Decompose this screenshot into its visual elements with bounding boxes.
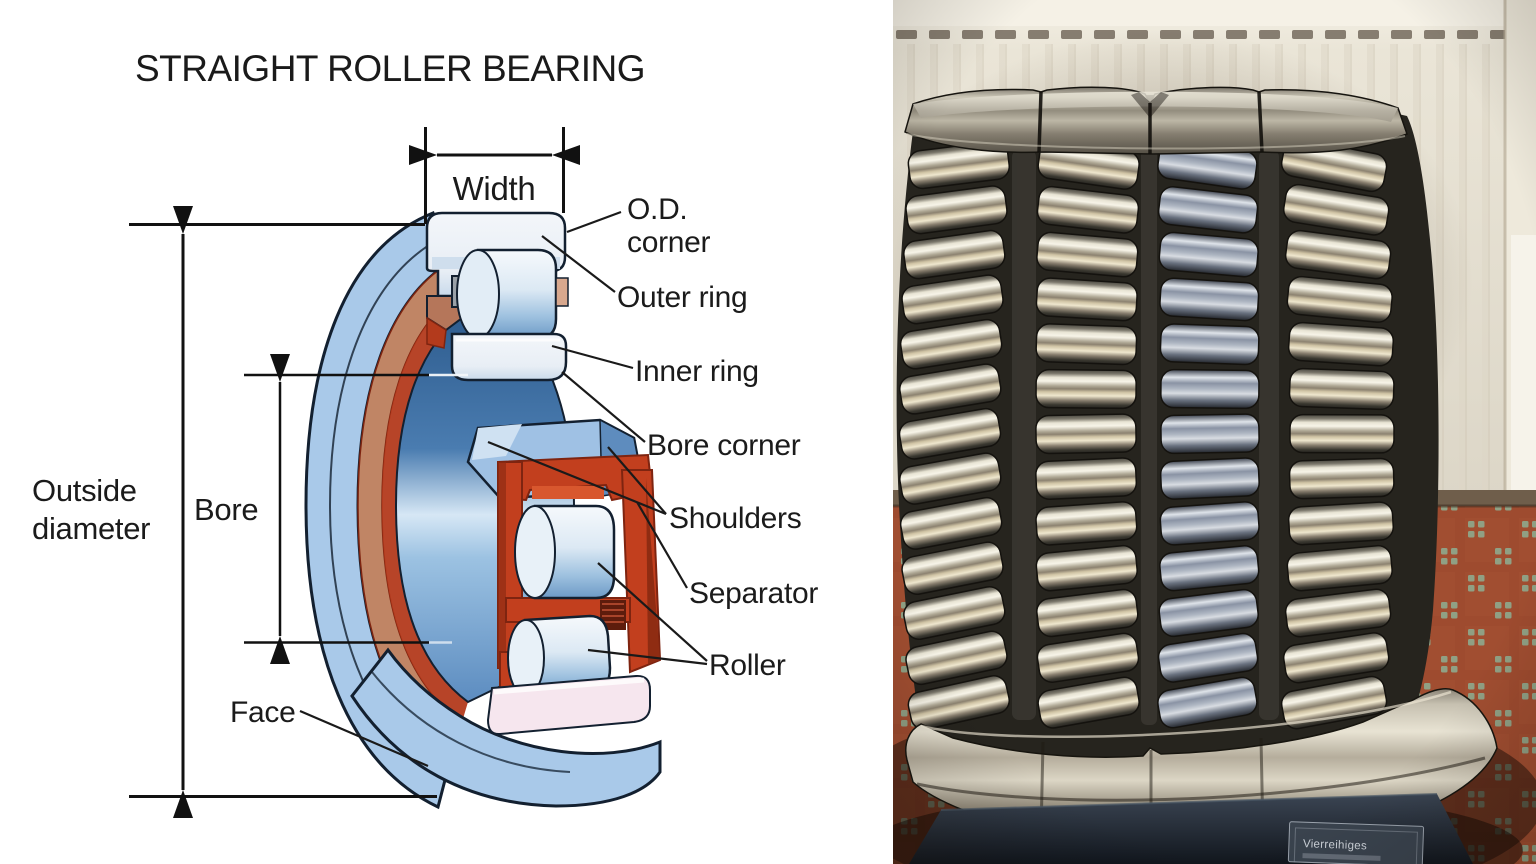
- top-cross-section: [425, 211, 569, 382]
- leader-roller-2: [587, 648, 708, 666]
- leader-bore-corner: [561, 371, 646, 443]
- red-ring-band: [382, 292, 468, 722]
- photo-vignette: [893, 0, 1536, 864]
- section-rollers: [507, 504, 616, 698]
- leader-shoulders-1: [487, 440, 667, 516]
- shoulders-label: Shoulders: [669, 502, 802, 535]
- leader-inner-ring: [551, 344, 634, 370]
- diagram-title: STRAIGHT ROLLER BEARING: [134, 48, 646, 89]
- separator-label: Separator: [689, 577, 819, 610]
- leader-separator: [636, 501, 688, 589]
- od-corner-label: O.D. corner: [627, 193, 711, 259]
- bearing-cutaway-art: [304, 211, 662, 810]
- leader-od-corner: [566, 210, 622, 234]
- outer-ring-label: Outer ring: [617, 281, 748, 314]
- photo-panel: Vierreihiges: [893, 0, 1536, 864]
- leader-face: [299, 709, 429, 768]
- bearing-diagram-drawing: [129, 127, 708, 818]
- leader-shoulders-2: [607, 446, 667, 515]
- outer-ring-bottom-arc: [350, 647, 662, 808]
- width-label: Width: [452, 170, 536, 207]
- dimension-lines: [129, 127, 580, 818]
- leader-outer-ring: [541, 235, 616, 293]
- bore-label: Bore: [194, 492, 259, 527]
- bore-corner-label: Bore corner: [647, 429, 801, 462]
- leader-roller-1: [597, 562, 708, 662]
- diagram-panel: STRAIGHT ROLLER BEARING Width O.D. corne…: [32, 48, 819, 818]
- outside-diameter-label: Outside diameter: [32, 473, 151, 546]
- roller-label: Roller: [709, 649, 786, 682]
- bearing-photo: Vierreihiges: [893, 0, 1536, 864]
- inner-ring-label: Inner ring: [635, 355, 759, 388]
- leader-lines: [299, 210, 708, 768]
- face-label: Face: [230, 696, 296, 729]
